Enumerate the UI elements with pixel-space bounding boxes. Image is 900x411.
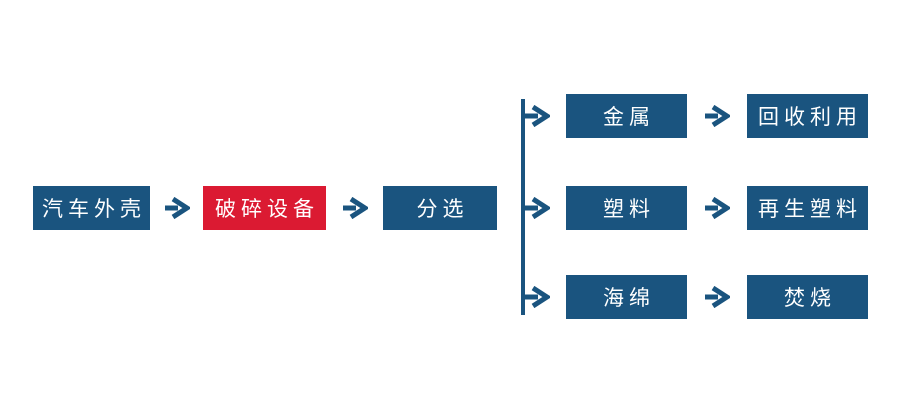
branch-connector-line — [521, 99, 525, 315]
node-incineration: 焚烧 — [747, 275, 868, 319]
arrow-right-icon — [342, 197, 368, 219]
node-car-shell: 汽车外壳 — [33, 186, 150, 230]
node-plastic: 塑料 — [566, 186, 687, 230]
branch-arrow-icon — [524, 197, 550, 219]
arrow-right-icon — [704, 197, 730, 219]
arrow-right-icon — [704, 286, 730, 308]
node-recycled-plastic: 再生塑料 — [747, 186, 868, 230]
node-recycling: 回收利用 — [747, 94, 868, 138]
branch-arrow-icon — [524, 286, 550, 308]
node-crushing-equipment: 破碎设备 — [203, 186, 326, 230]
node-sponge: 海绵 — [566, 275, 687, 319]
node-sorting: 分选 — [383, 186, 497, 230]
node-metal: 金属 — [566, 94, 687, 138]
arrow-right-icon — [164, 197, 190, 219]
arrow-right-icon — [704, 105, 730, 127]
branch-arrow-icon — [524, 105, 550, 127]
